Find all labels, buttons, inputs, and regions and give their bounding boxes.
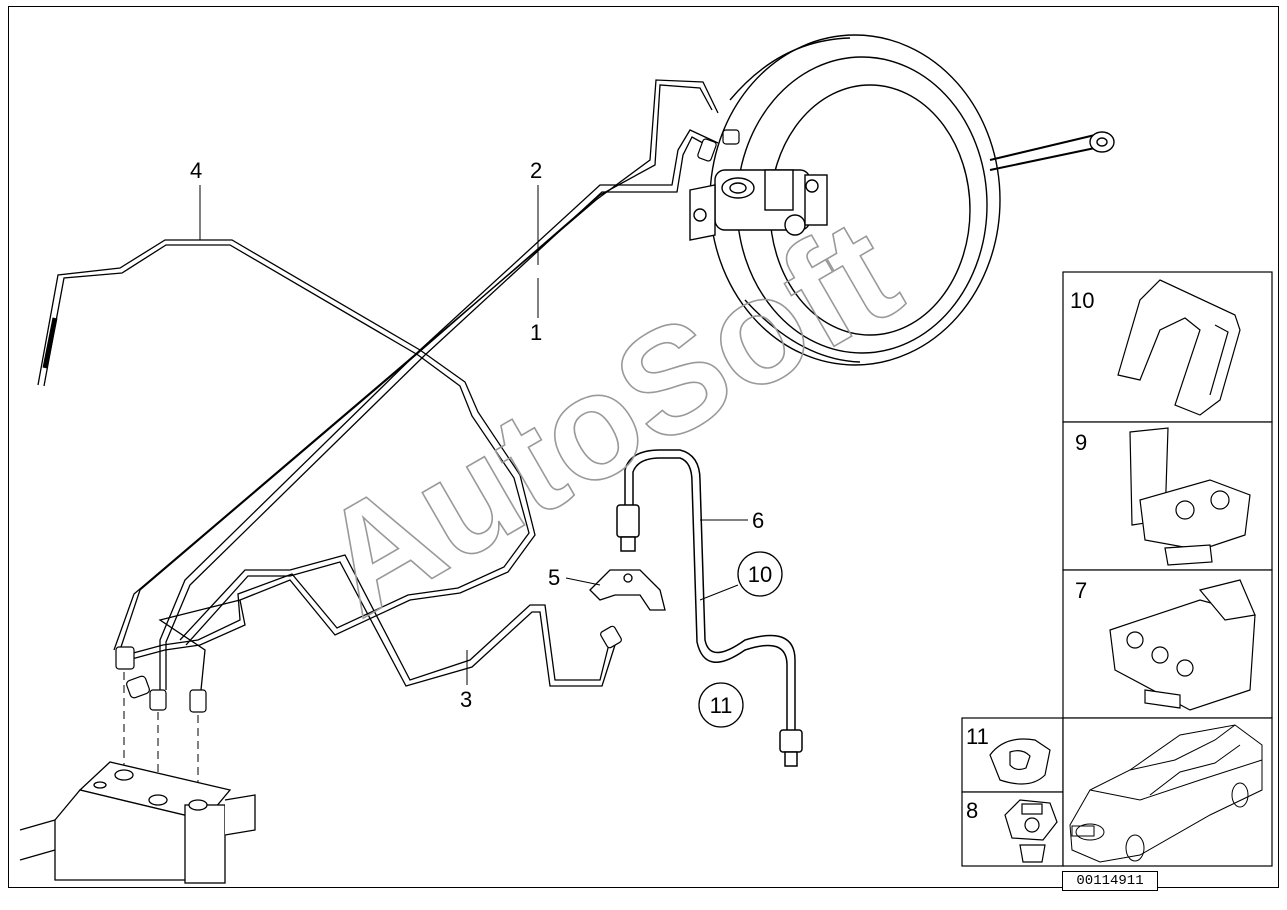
callout-2: 2 — [530, 158, 542, 183]
callout-4: 4 — [190, 158, 202, 183]
panel-7: 7 — [1075, 578, 1256, 711]
pipe-holder-icon — [1129, 427, 1251, 566]
document-number: 00114911 — [1062, 871, 1158, 891]
callout-1: 1 — [530, 320, 542, 345]
callouts: 4 2 1 3 5 6 10 11 — [190, 158, 783, 728]
panel-7-label: 7 — [1075, 578, 1087, 603]
panel-11-label: 11 — [966, 724, 989, 749]
panel-10-label: 10 — [1070, 288, 1094, 313]
brake-hose-6 — [616, 449, 803, 767]
grommet-holder-icon — [1004, 799, 1058, 863]
abs-unit-illustration — [19, 761, 256, 884]
panel-9: 9 — [1075, 427, 1251, 566]
bracket-5 — [589, 569, 666, 611]
callout-11-circled: 11 — [710, 693, 733, 718]
brake-line-1-2 — [113, 79, 719, 701]
brake-booster-illustration — [689, 34, 1115, 366]
brake-line-3 — [179, 554, 616, 687]
callout-10-circled: 10 — [748, 562, 772, 587]
line-fittings — [115, 129, 740, 713]
callout-5: 5 — [548, 565, 560, 590]
diagram-frame — [8, 6, 1279, 888]
pipe-clip-icon — [1117, 279, 1241, 416]
panel-8-label: 8 — [966, 798, 978, 823]
brake-line-4 — [37, 239, 536, 661]
vehicle-location-icon — [1069, 724, 1263, 863]
multi-pipe-holder-icon — [1109, 579, 1256, 711]
panel-11: 11 — [966, 724, 1051, 785]
callout-3: 3 — [460, 687, 472, 712]
panel-9-label: 9 — [1075, 430, 1087, 455]
panel-8: 8 — [966, 798, 1058, 863]
panel-10: 10 — [1070, 279, 1241, 416]
callout-6: 6 — [752, 508, 764, 533]
small-clip-icon — [989, 738, 1051, 785]
